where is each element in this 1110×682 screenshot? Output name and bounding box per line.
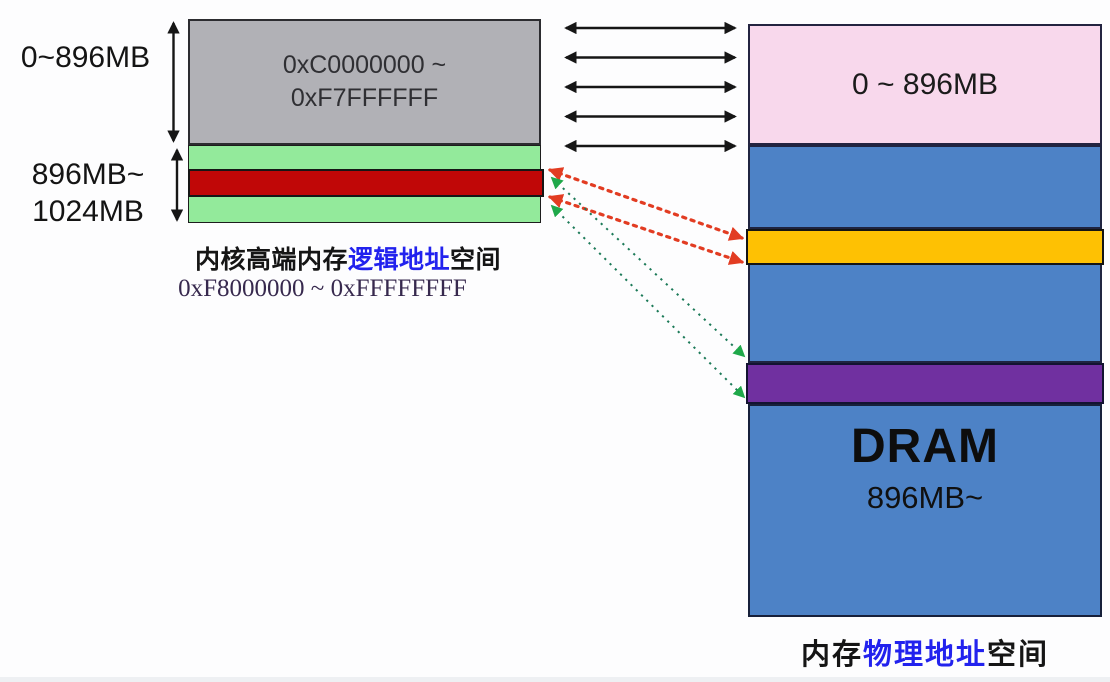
left-range-label-mid-line1: 896MB~	[31, 158, 145, 191]
physical-low-memory-label: 0 ~ 896MB	[852, 67, 998, 101]
gray-box-address-line2: 0xF7FFFFFF	[290, 84, 439, 112]
highmem-map-arrow-red-2	[547, 194, 745, 265]
bottom-edge-strip	[0, 677, 1110, 682]
left-caption-highlight: 逻辑地址	[347, 246, 450, 274]
vmalloc-target-page-frame	[746, 363, 1104, 404]
physical-memory-segment-1	[748, 145, 1102, 229]
physical-low-memory-region: 0 ~ 896MB	[748, 24, 1102, 145]
right-caption: 内存物理地址空间	[740, 631, 1110, 673]
dram-subtitle: 896MB~	[866, 480, 984, 516]
left-range-label-top: 0~896MB	[20, 41, 151, 74]
right-caption-highlight: 物理地址	[862, 639, 987, 671]
gray-box-address-line1: 0xC0000000 ~	[282, 51, 447, 79]
physical-memory-segment-2	[748, 265, 1102, 363]
kernel-direct-mapped-region: 0xC0000000 ~ 0xF7FFFFFF	[188, 19, 541, 145]
kmap-mapped-page-band	[188, 169, 544, 197]
kmap-target-page-frame	[746, 229, 1104, 265]
left-range-label-mid: 896MB~ 1024MB	[14, 156, 162, 230]
left-caption-address-range: 0xF8000000 ~ 0xFFFFFFFF	[178, 275, 467, 302]
highmem-map-arrow-red-1	[547, 167, 745, 241]
right-caption-suffix: 空间	[987, 639, 1050, 671]
highmem-map-arrow-green-2	[550, 204, 746, 399]
dram-title: DRAM	[851, 420, 999, 473]
left-range-label-mid-line2: 1024MB	[32, 195, 144, 228]
dram-high-memory-region: DRAM 896MB~	[748, 404, 1102, 617]
highmem-map-arrow-green-1	[550, 176, 746, 358]
left-caption: 内核高端内存逻辑地址空间	[168, 240, 528, 276]
left-caption-prefix: 内核高端内存	[194, 246, 348, 274]
left-caption-suffix: 空间	[450, 246, 502, 274]
right-caption-prefix: 内存	[800, 639, 863, 671]
